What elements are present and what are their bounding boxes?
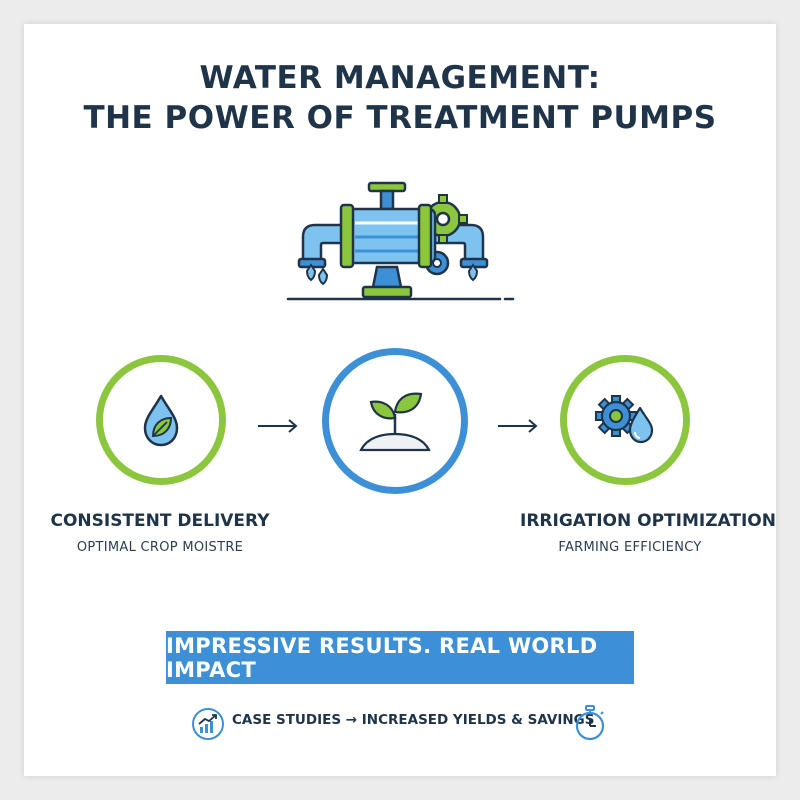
step-1-label: CONSISTENT DELIVERY [50, 511, 270, 531]
title-line-2: THE POWER OF TREATMENT PUMPS [83, 100, 717, 136]
footer-caption: CASE STUDIES → INCREASED YIELDS & SAVING… [232, 712, 595, 728]
step-1-circle [96, 355, 226, 485]
stopwatch-icon [575, 705, 605, 741]
title-line-1: WATER MANAGEMENT: [199, 60, 601, 96]
step-2-circle [322, 348, 468, 494]
arrow-right-icon [498, 419, 538, 433]
water-drop-leaf-icon [143, 394, 179, 447]
treatment-pump-icon [286, 181, 515, 301]
step-3-sublabel: FARMING EFFICIENCY [558, 540, 702, 555]
sprout-icon [359, 392, 431, 452]
arrow-right-icon [258, 419, 298, 433]
gear-water-drop-icon [595, 395, 654, 444]
step-3-label: IRRIGATION OPTIMIZATION [520, 511, 776, 531]
growth-chart-icon [192, 708, 224, 740]
step-3-circle [560, 355, 690, 485]
step-1-sublabel: OPTIMAL CROP MOISTRE [76, 540, 244, 555]
results-banner: IMPRESSIVE RESULTS. REAL WORLD IMPACT [166, 631, 634, 684]
